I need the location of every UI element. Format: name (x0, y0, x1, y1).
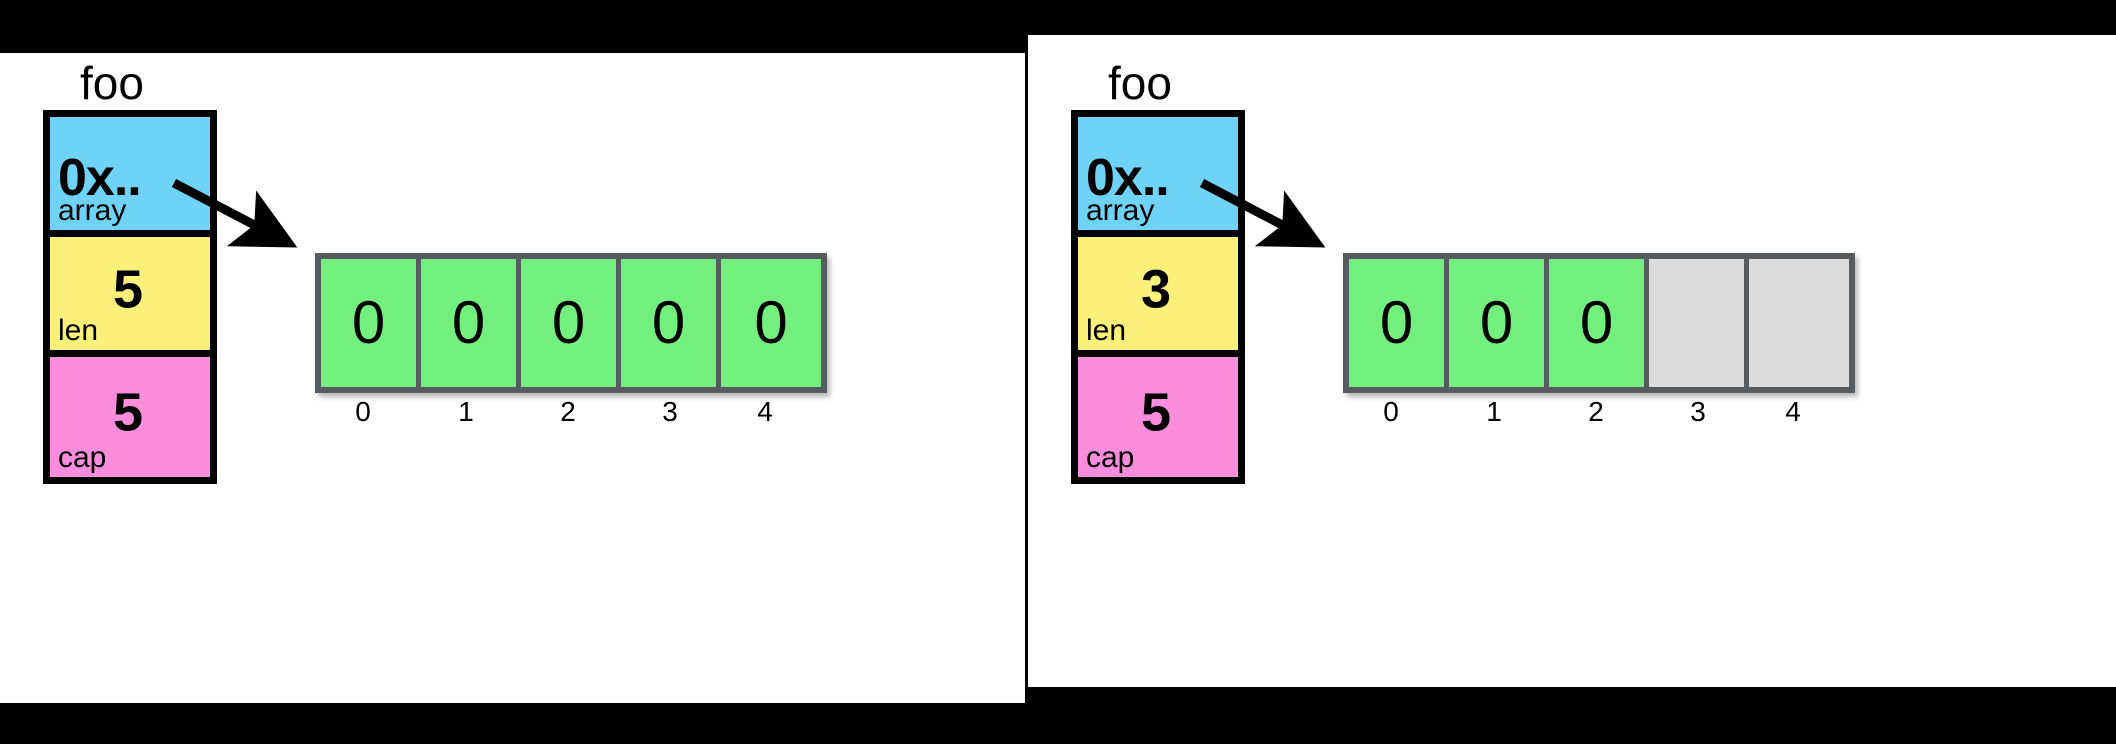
array-index-label: 2 (1588, 396, 1604, 427)
struct-field-len-label-right: len (1086, 313, 1127, 347)
struct-field-array-value-left: 0x.. (58, 148, 142, 207)
struct-field-array-left: 0x.. array (50, 117, 210, 237)
struct-field-array-label-left: array (58, 193, 127, 227)
array-index-label: 3 (1690, 396, 1706, 427)
array-cell: 0 (521, 259, 621, 387)
array-index-label: 3 (662, 396, 678, 427)
struct-field-array-label-right: array (1086, 193, 1155, 227)
struct-field-len-left: 5 len (50, 237, 210, 357)
array-cell: 0 (421, 259, 521, 387)
struct-field-cap-label-right: cap (1086, 440, 1135, 474)
struct-field-array-right: 0x.. array (1078, 117, 1238, 237)
struct-field-cap-value-left: 5 (112, 382, 144, 443)
variable-label-foo-right: foo (1108, 57, 1172, 109)
panel-after: foo 0x.. array 3 len 5 cap (1028, 35, 2116, 687)
array-cell: 0 (621, 259, 721, 387)
array-index-label: 1 (1486, 396, 1502, 427)
variable-label-foo-left: foo (80, 57, 144, 109)
struct-field-len-value-right: 3 (1140, 259, 1172, 320)
array-index-label: 2 (560, 396, 576, 427)
array-index-label: 0 (355, 396, 371, 427)
backing-array-right: 0 0 0 (1343, 253, 1855, 393)
struct-field-cap-label-left: cap (58, 440, 107, 474)
slice-header-struct-right: 0x.. array 3 len 5 cap (1071, 110, 1245, 484)
struct-field-len-label-left: len (58, 313, 99, 347)
struct-field-cap-left: 5 cap (50, 357, 210, 477)
struct-field-len-value-left: 5 (112, 259, 144, 320)
array-cell: 0 (1349, 259, 1449, 387)
array-cell: 0 (1549, 259, 1649, 387)
array-index-label: 4 (1785, 396, 1801, 427)
array-cell: 0 (1449, 259, 1549, 387)
pointer-arrow-right (1199, 179, 1326, 248)
panel-before: foo 0x.. array 5 len 5 cap (0, 53, 1025, 703)
backing-array-left: 0 0 0 0 0 (315, 253, 827, 393)
array-index-label: 0 (1383, 396, 1399, 427)
array-index-ruler-right: 0 1 2 3 4 (1343, 398, 1873, 438)
array-cell (1649, 259, 1749, 387)
struct-field-array-value-right: 0x.. (1086, 148, 1170, 207)
array-cell: 0 (721, 259, 821, 387)
array-index-label: 4 (757, 396, 773, 427)
struct-field-len-right: 3 len (1078, 237, 1238, 357)
array-cell (1749, 259, 1849, 387)
struct-field-cap-right: 5 cap (1078, 357, 1238, 477)
array-cell: 0 (321, 259, 421, 387)
pointer-arrow-left (171, 179, 298, 248)
struct-field-cap-value-right: 5 (1140, 382, 1172, 443)
slice-header-struct-left: 0x.. array 5 len 5 cap (43, 110, 217, 484)
array-index-ruler-left: 0 1 2 3 4 (315, 398, 845, 438)
array-index-label: 1 (458, 396, 474, 427)
